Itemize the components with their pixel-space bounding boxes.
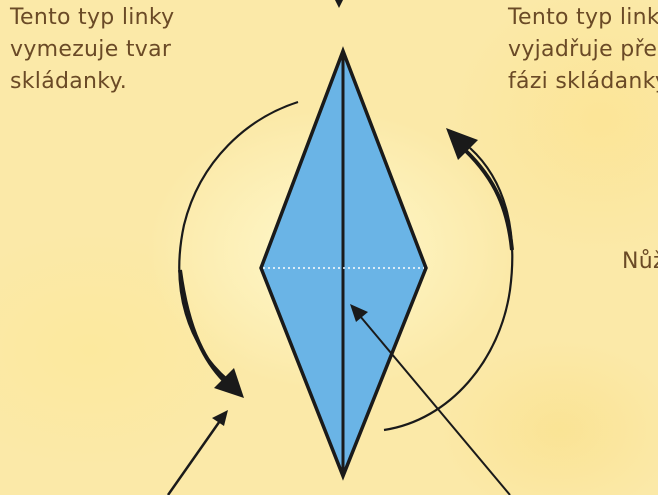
note-line: fázi skládanky (508, 66, 658, 98)
note-scissors: Nůž (622, 246, 658, 278)
note-fold-line-shape: Tento typ linky vymezuje tvar skládanky. (10, 2, 175, 98)
top-arrow-stub (335, 0, 343, 8)
note-line: Tento typ link (508, 2, 658, 34)
note-line: vymezuje tvar (10, 34, 175, 66)
note-line: vyjadřuje před (508, 34, 658, 66)
note-fold-line-phase: Tento typ link vyjadřuje před fázi sklád… (508, 2, 658, 98)
note-line: skládanky. (10, 66, 175, 98)
pointer-arrow-icon (168, 410, 228, 495)
note-line: Tento typ linky (10, 2, 175, 34)
kite-shape (261, 51, 426, 476)
note-line: Nůž (622, 246, 658, 278)
